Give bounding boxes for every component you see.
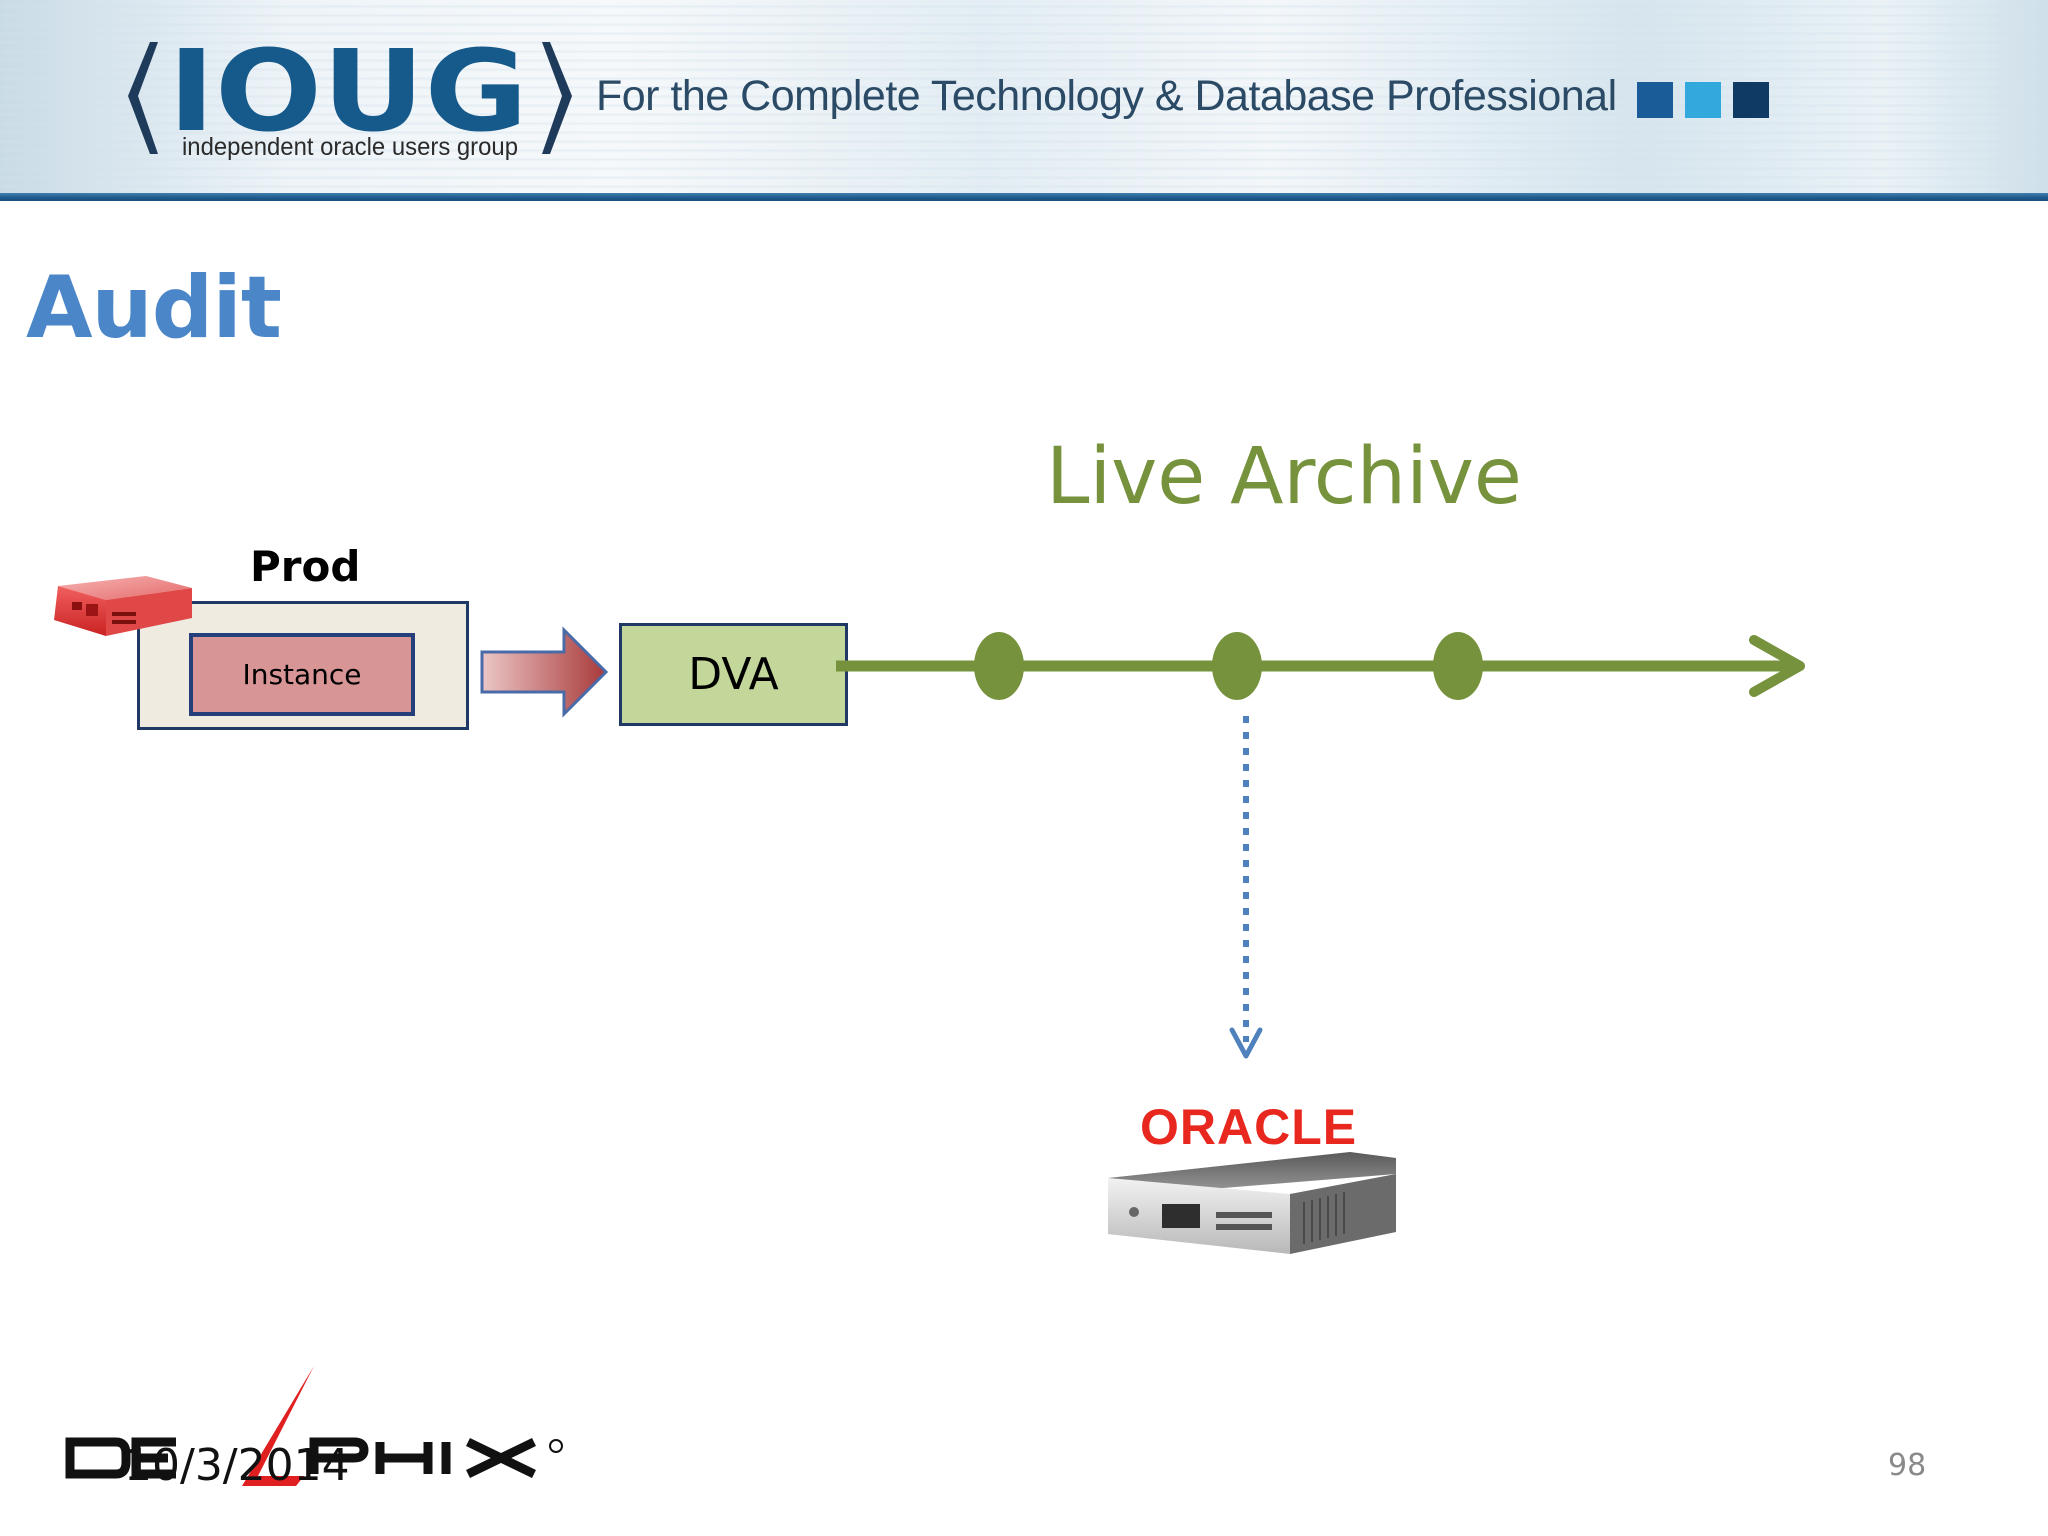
dva-label: DVA (688, 649, 779, 700)
delphix-logo (65, 1366, 563, 1486)
dva-box: DVA (619, 623, 848, 726)
brand-square-1 (1637, 82, 1673, 118)
timeline-node-3 (1433, 632, 1483, 700)
footer-date: 10/3/2014 (124, 1440, 350, 1491)
timeline-node-2 (1212, 632, 1262, 700)
timeline-arrowhead (1749, 635, 1805, 697)
prod-label: Prod (250, 542, 361, 591)
instance-box: Instance (189, 633, 415, 716)
timeline-node-1 (974, 632, 1024, 700)
live-archive-timeline (836, 632, 1805, 700)
live-archive-label: Live Archive (1046, 432, 1522, 522)
prod-server-icon (54, 576, 192, 636)
page-number: 98 (1888, 1448, 1927, 1483)
ioug-logo: IOUG independent oracle users group (128, 30, 572, 161)
oracle-logo: ORACLE (1140, 1099, 1358, 1155)
instance-label: Instance (242, 658, 362, 691)
header-divider (0, 193, 2048, 201)
oracle-server-icon (1108, 1152, 1396, 1254)
provision-dotted-arrow (1229, 716, 1263, 1059)
logo-wordmark: IOUG (168, 30, 528, 157)
brand-square-3 (1733, 82, 1769, 118)
brand-square-2 (1685, 82, 1721, 118)
slide-title: Audit (26, 258, 282, 358)
header-tagline: For the Complete Technology & Database P… (596, 72, 1617, 120)
prod-to-dva-arrow (480, 626, 609, 718)
logo-subtitle: independent oracle users group (182, 133, 518, 161)
